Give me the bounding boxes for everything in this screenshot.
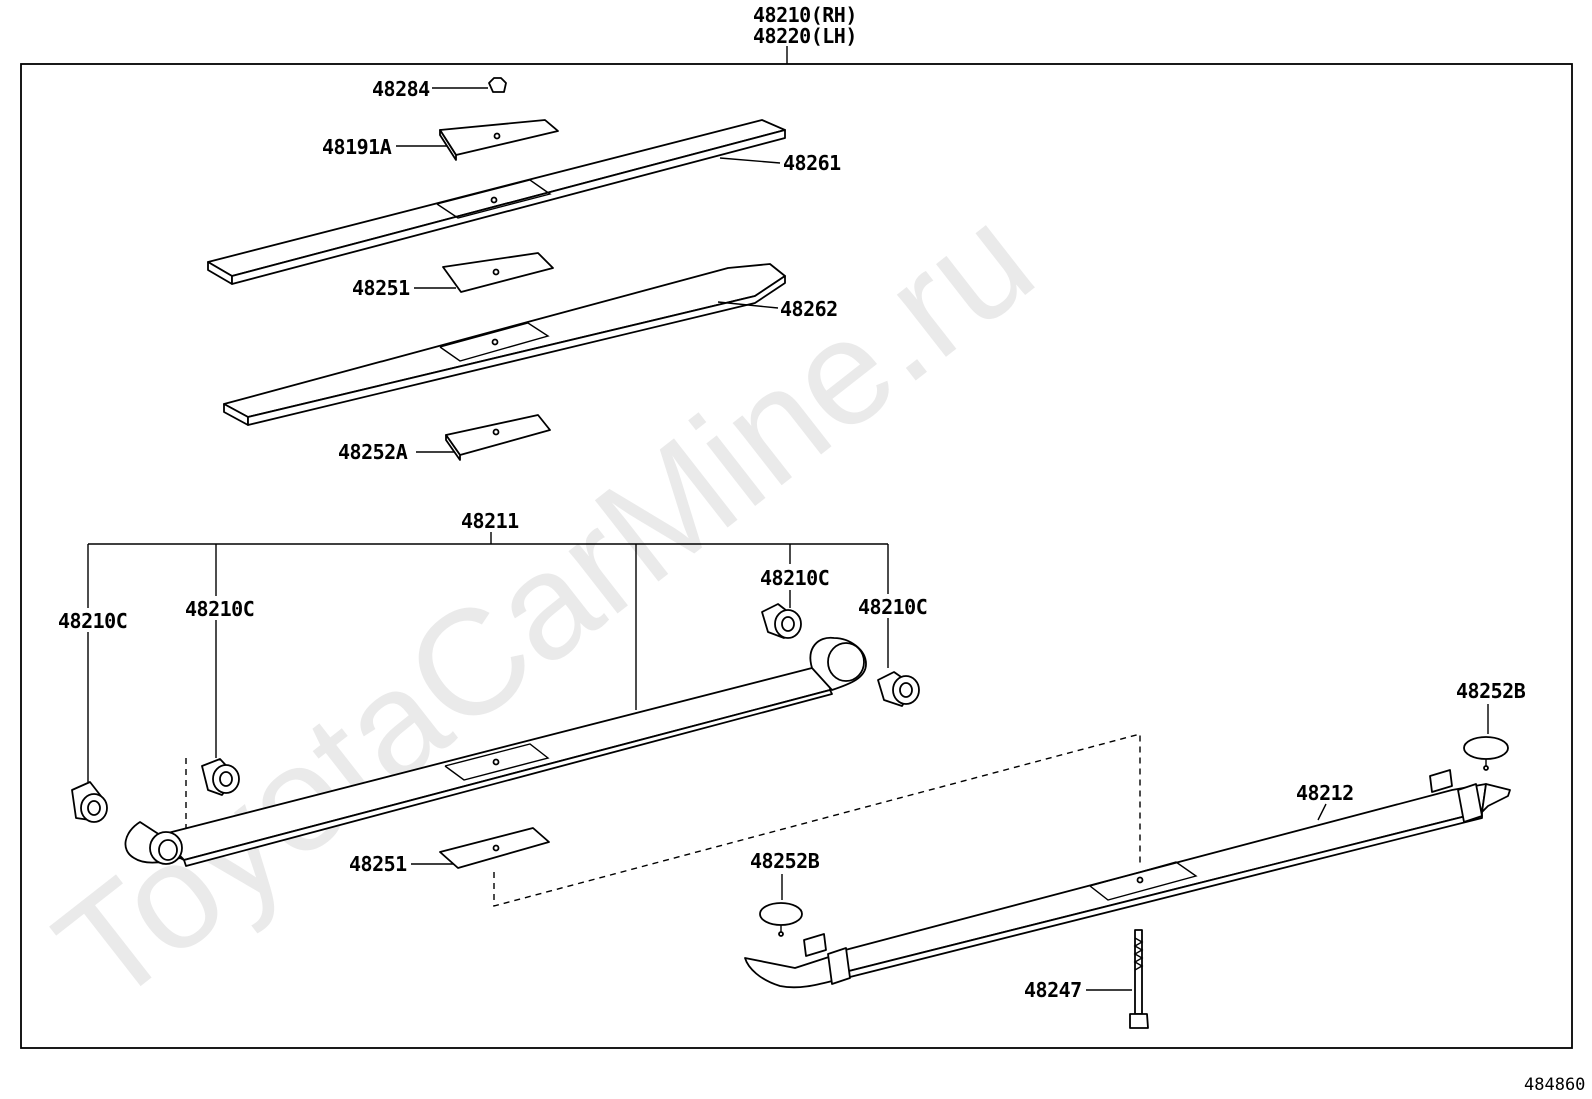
- label-48251-main[interactable]: 48251: [349, 852, 408, 876]
- leaf-48262-side: [247, 275, 786, 426]
- clip-plate-48191a-edge: [439, 129, 457, 161]
- leaf-48261-pad: [436, 179, 552, 219]
- label-48252b-right[interactable]: 48252B: [1456, 679, 1526, 703]
- nut-48284[interactable]: [488, 77, 507, 93]
- liner-hole-upper: [492, 268, 500, 276]
- diagram-frame: [20, 63, 1573, 1049]
- label-48247[interactable]: 48247: [1024, 978, 1082, 1002]
- leaf-48262-pad: [439, 322, 550, 362]
- liner-48252a[interactable]: [445, 414, 551, 456]
- liner-48252a-hole: [492, 428, 500, 436]
- cap-48252b-right[interactable]: [1463, 736, 1509, 771]
- liner-main-hole: [492, 844, 500, 852]
- bushing-left-inner[interactable]: [201, 758, 240, 796]
- clip-hole: [493, 132, 501, 140]
- leader-48262: [717, 301, 779, 309]
- bushing-right-upper[interactable]: [761, 603, 802, 639]
- label-48210c-a[interactable]: 48210C: [58, 609, 128, 633]
- label-48220-lh[interactable]: 48220(LH): [753, 24, 857, 48]
- label-48251-upper[interactable]: 48251: [352, 276, 411, 300]
- leader-48261: [719, 157, 781, 164]
- guide-dash-helper: [493, 733, 1141, 907]
- bushing-right-outer[interactable]: [877, 671, 920, 707]
- cap-48252b-left[interactable]: [759, 902, 803, 937]
- bolt-48247[interactable]: [1129, 929, 1149, 1029]
- bushing-left-outer[interactable]: [71, 781, 108, 823]
- label-48284[interactable]: 48284: [372, 77, 431, 101]
- figure-number: 484860: [1524, 1075, 1585, 1095]
- label-48211[interactable]: 48211: [461, 509, 520, 533]
- label-48191a[interactable]: 48191A: [322, 135, 392, 159]
- leaf-48261-hole: [490, 196, 498, 204]
- label-48210c-d[interactable]: 48210C: [858, 595, 928, 619]
- main-leaf-48211[interactable]: [124, 636, 867, 867]
- label-48262[interactable]: 48262: [780, 297, 838, 321]
- leader-48212: [1317, 803, 1327, 821]
- helper-leaf-48212[interactable]: [744, 769, 1511, 989]
- leaf-48262-hole: [491, 338, 499, 346]
- leaf-48261-side: [231, 129, 786, 285]
- liner-48252a-edge: [445, 434, 461, 461]
- label-48210-rh[interactable]: 48210(RH): [753, 3, 857, 27]
- label-48252b-left[interactable]: 48252B: [750, 849, 820, 873]
- label-48212[interactable]: 48212: [1296, 781, 1354, 805]
- label-48210c-b[interactable]: 48210C: [185, 597, 255, 621]
- label-48252a[interactable]: 48252A: [338, 440, 408, 464]
- label-48261[interactable]: 48261: [783, 151, 842, 175]
- label-48210c-c[interactable]: 48210C: [760, 566, 830, 590]
